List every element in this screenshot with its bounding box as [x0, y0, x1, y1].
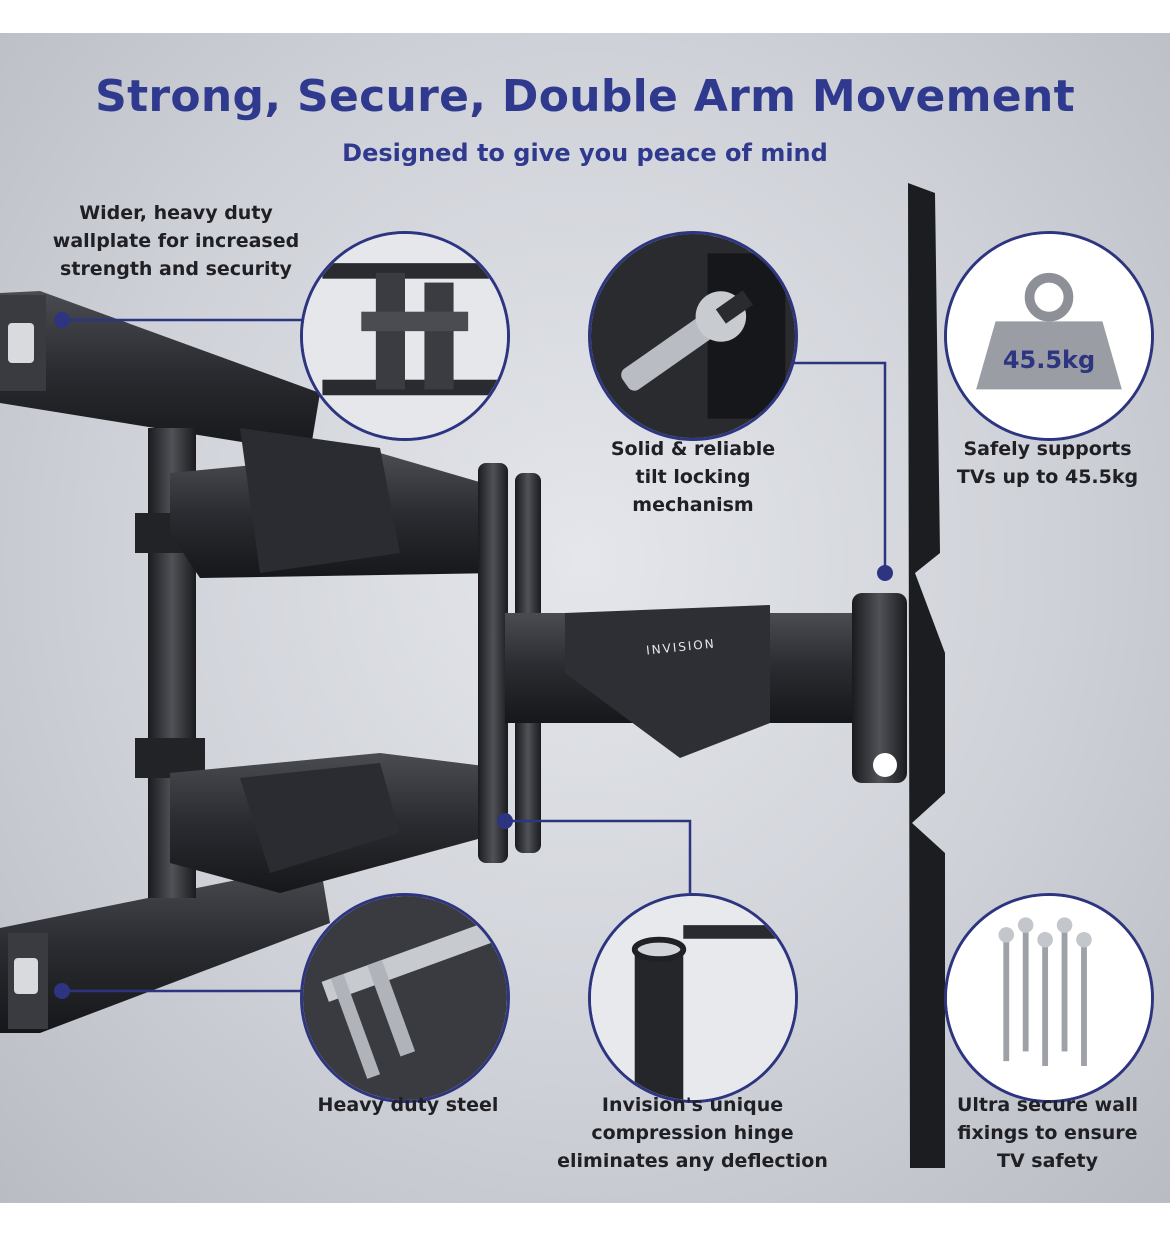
weight-badge: 45.5kg	[1002, 346, 1096, 374]
product-panel: Strong, Secure, Double Arm Movement Desi…	[0, 33, 1170, 1203]
weight-icon: 45.5kg	[944, 231, 1154, 441]
hinge-closeup	[588, 893, 798, 1103]
wallplate-closeup	[300, 231, 510, 441]
callout-lines	[62, 318, 887, 993]
lower-arm	[170, 753, 500, 893]
front-arm	[505, 605, 870, 758]
wrench-icon	[588, 231, 798, 441]
caliper-icon	[300, 893, 510, 1103]
page-title: Strong, Secure, Double Arm Movement	[95, 71, 1075, 122]
caption-hinge: Invision's unique compression hinge elim…	[557, 1094, 828, 1172]
caption-steel: Heavy duty steel	[317, 1094, 499, 1116]
caption-capacity: Safely supports TVs up to 45.5kg	[956, 438, 1139, 488]
caption-wallplate: Wider, heavy duty wallplate for increase…	[52, 202, 300, 280]
tv-mount-illustration	[0, 183, 945, 1168]
caption-fixings: Ultra secure wall fixings to ensure TV s…	[956, 1094, 1139, 1172]
wallplate-top-rail	[0, 291, 320, 453]
tv-rail	[908, 183, 945, 1168]
upper-arm	[170, 428, 500, 578]
page-subtitle: Designed to give you peace of mind	[342, 139, 828, 167]
screws-icon	[944, 893, 1154, 1103]
caption-tilt: Solid & reliable tilt locking mechanism	[610, 438, 776, 516]
